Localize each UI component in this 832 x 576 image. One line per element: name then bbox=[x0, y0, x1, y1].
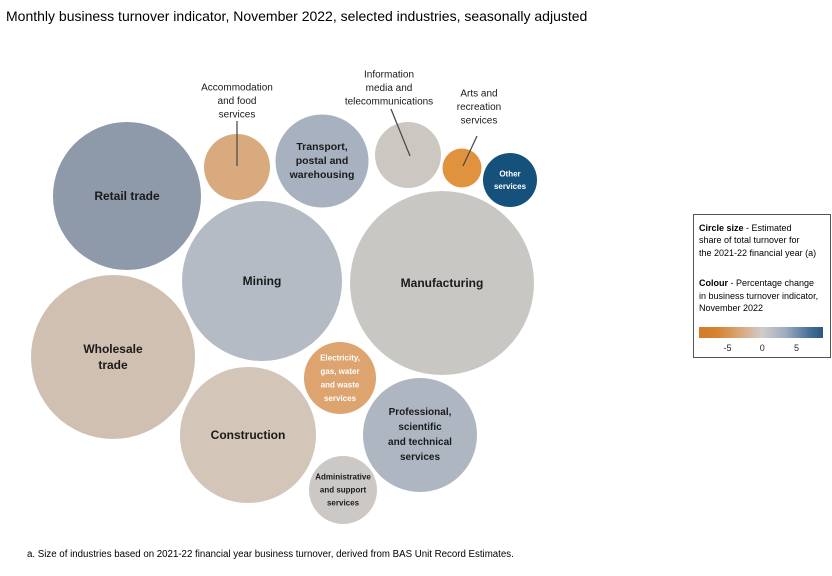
bubble-arts-recreation bbox=[442, 148, 482, 188]
color-scale-gradient-bar bbox=[699, 327, 823, 339]
leader-line-information-media-telecommunications bbox=[390, 108, 411, 157]
bubble-electricity-gas-water-waste bbox=[304, 342, 376, 414]
bubble-professional-scientific-technical bbox=[363, 378, 477, 492]
bubble-label-manufacturing: Manufacturing bbox=[401, 276, 484, 290]
legend-colour-bold: Colour bbox=[699, 278, 728, 289]
scale-tick--5: -5 bbox=[723, 343, 732, 354]
bubble-label-retail-trade: Retail trade bbox=[94, 189, 160, 203]
bubble-other-services bbox=[483, 153, 537, 207]
legend-colour-line-2: in business turnover indicator, bbox=[699, 290, 819, 301]
bubble-manufacturing bbox=[350, 191, 534, 375]
bubble-retail-trade bbox=[53, 122, 201, 270]
legend-colour-line-1: Colour - Percentage change bbox=[699, 278, 815, 289]
color-scale-ticks: -5 0 5 bbox=[699, 342, 823, 354]
legend-box: Circle size - Estimated share of total tu… bbox=[693, 214, 831, 358]
bubble-mining bbox=[182, 201, 342, 361]
color-scale: -5 0 5 bbox=[699, 327, 828, 354]
legend-size-bold: Circle size bbox=[699, 223, 744, 233]
leader-line-arts-recreation bbox=[462, 135, 478, 167]
bubble-transport-postal-warehousing bbox=[275, 114, 369, 208]
legend-colour-line-3: November 2022 bbox=[699, 303, 764, 314]
bubble-wholesale-trade bbox=[31, 275, 195, 439]
bubble-information-media-telecommunications bbox=[375, 122, 441, 188]
legend-circle-size-text: Circle size - Estimated share of total tu… bbox=[699, 222, 828, 259]
bubble-label-construction: Construction bbox=[211, 428, 286, 442]
chart-title: Monthly business turnover indicator, Nov… bbox=[6, 8, 588, 24]
bubble-label-mining: Mining bbox=[243, 274, 282, 288]
bubble-administrative-support bbox=[309, 456, 377, 524]
footnote: a. Size of industries based on 2021-22 f… bbox=[27, 549, 514, 560]
legend-size-line-2: share of total turnover for bbox=[699, 235, 800, 246]
scale-tick-0: 0 bbox=[759, 343, 765, 354]
legend-size-line-3: the 2021-22 financial year (a) bbox=[699, 247, 817, 258]
legend-size-line-1: Circle size - Estimated bbox=[699, 223, 792, 233]
bubble-construction bbox=[180, 367, 316, 503]
scale-tick-5: 5 bbox=[793, 343, 799, 354]
bubble-accommodation-food bbox=[204, 134, 270, 200]
